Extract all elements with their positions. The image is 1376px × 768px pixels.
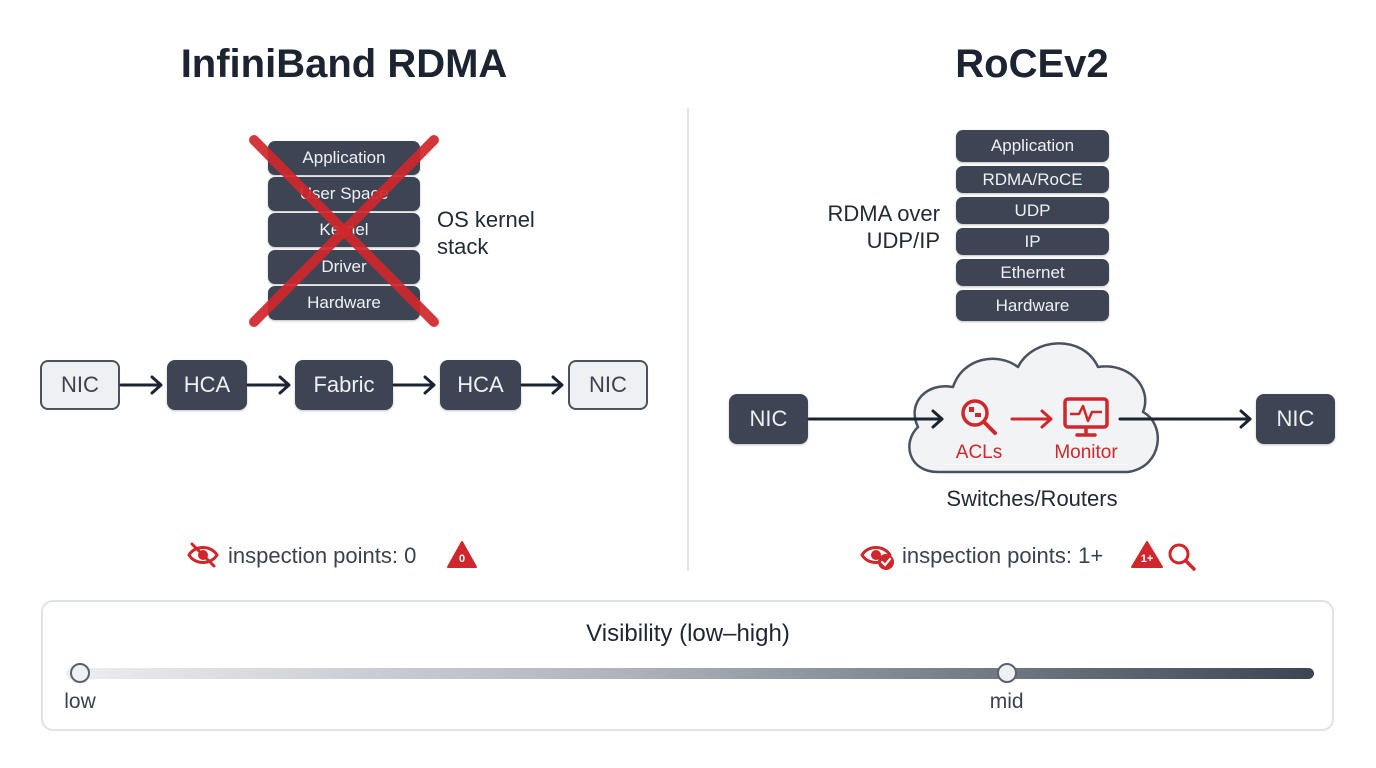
- cross-out-mark: [249, 135, 439, 327]
- switches-routers-caption: Switches/Routers: [946, 486, 1118, 511]
- visibility-marker-knob: [996, 663, 1017, 683]
- visibility-card: [41, 600, 1334, 731]
- right-stack-layer: Application: [956, 130, 1109, 162]
- monitor-label: Monitor: [1054, 442, 1118, 463]
- left-badge-value: 0: [458, 553, 466, 565]
- warning-triangle-icon: [447, 541, 477, 568]
- eye-slash-icon: [187, 542, 219, 568]
- acls-label: ACLs: [955, 442, 1003, 463]
- hca-source: HCA: [167, 360, 247, 410]
- visibility-track: [66, 668, 1314, 679]
- left-title: InfiniBand RDMA: [180, 42, 508, 86]
- visibility-marker-label: low: [64, 690, 96, 713]
- right-nic-source: NIC: [729, 394, 808, 444]
- right-stack-layer: UDP: [956, 197, 1109, 224]
- panel-divider: [687, 108, 689, 571]
- right-stack-layer: RDMA/RoCE: [956, 166, 1109, 193]
- left-inspection-label: inspection points: 0: [228, 543, 417, 568]
- right-inspection-label: inspection points: 1+: [902, 543, 1104, 568]
- left-stack-layer: Hardware: [268, 286, 420, 320]
- magnifier-icon: [1168, 543, 1196, 571]
- monitor-pulse-icon: [1063, 397, 1109, 437]
- rdma-over-udp-note: RDMA over UDP/IP: [827, 201, 940, 253]
- eye-check-icon: [860, 546, 894, 570]
- left-nic-source: NIC: [40, 360, 120, 410]
- right-flow-arrows: [807, 409, 1252, 429]
- left-stack-layer: Application: [268, 141, 420, 175]
- cloud-shape: [908, 342, 1159, 474]
- right-stack-layer: Hardware: [956, 290, 1109, 321]
- right-badge-value: 1+: [1140, 553, 1154, 565]
- left-flow-arrows: [119, 375, 564, 395]
- kernel-stack-note: OS kernel stack: [437, 207, 535, 259]
- right-stack-layer: Ethernet: [956, 259, 1109, 286]
- visibility-title: Visibility (low–high): [586, 620, 790, 647]
- hca-destination: HCA: [440, 360, 521, 410]
- right-stack-layer: IP: [956, 228, 1109, 255]
- left-nic-destination: NIC: [568, 360, 648, 410]
- right-nic-destination: NIC: [1256, 394, 1335, 444]
- visibility-marker-knob: [70, 663, 90, 683]
- right-title: RoCEv2: [955, 42, 1109, 86]
- magnifier-icon: [961, 399, 997, 435]
- warning-triangle-icon: [1131, 541, 1163, 568]
- fabric-node: Fabric: [295, 360, 393, 410]
- visibility-marker-label: mid: [989, 690, 1024, 713]
